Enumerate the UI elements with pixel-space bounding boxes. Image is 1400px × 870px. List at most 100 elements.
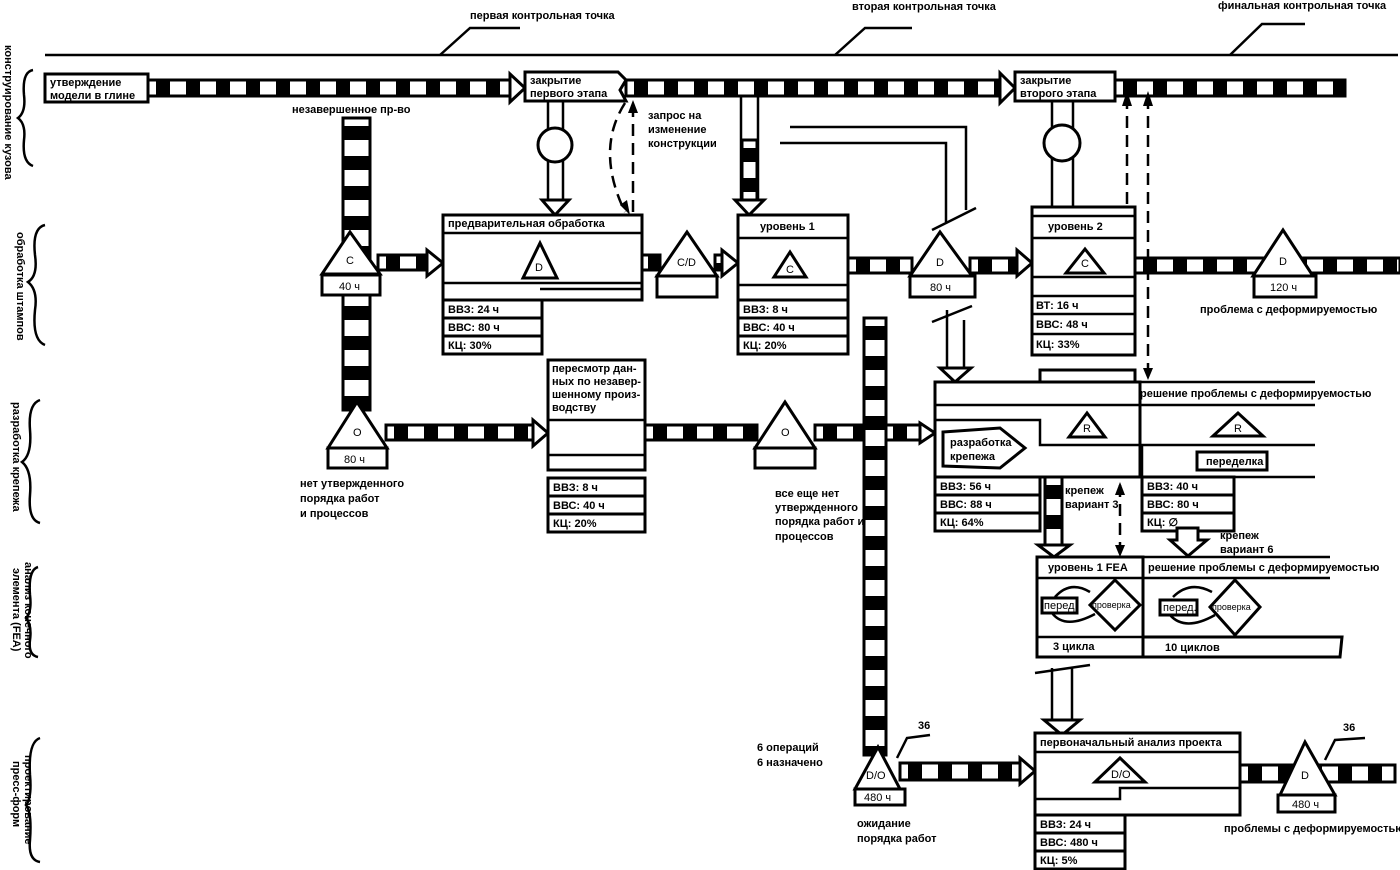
check-label: проверка <box>1092 600 1131 610</box>
note: процессов <box>775 531 834 543</box>
inventory-triangle-icon <box>907 229 975 278</box>
inventory-triangle-icon <box>852 743 903 791</box>
inventory-time: 480 ч <box>1292 799 1319 811</box>
inventory-letter: O <box>781 427 790 439</box>
stamp-processing-row: C 40 ч предварительная обработка D ВВЗ: … <box>319 205 1377 357</box>
rework-triangle-icon <box>1209 410 1267 438</box>
fix-title: решение проблемы с деформируемостью <box>1140 388 1371 400</box>
arrow-head-icon <box>1015 246 1035 280</box>
tri-letter: C <box>786 264 794 276</box>
data-row: КЦ: 20% <box>743 340 787 352</box>
body-design-row: утверждение модели в глине закрытие перв… <box>43 69 1153 380</box>
arrow-head-icon <box>1039 718 1085 737</box>
lane-mold-line2: пресс-форм <box>10 761 22 827</box>
note: утвержденного <box>775 502 858 514</box>
arrow-head-icon <box>531 416 551 450</box>
fea-loop-right: перед. проверка <box>1158 577 1263 638</box>
analysis-title: первоначальный анализ проекта <box>1040 737 1223 749</box>
inventory-letter: D <box>1279 256 1287 268</box>
ops-assigned: 6 назначено <box>757 757 823 769</box>
data-row: ВТ: 16 ч <box>1036 300 1079 312</box>
wip-bar <box>146 78 514 98</box>
data-row: КЦ: 33% <box>1036 339 1080 351</box>
level1-title: уровень 1 <box>760 221 815 233</box>
design-triangle-icon <box>1062 246 1108 275</box>
inventory-triangle-icon <box>752 399 818 450</box>
brace-icon <box>25 223 46 347</box>
inventory-letter: D <box>1301 770 1309 782</box>
data-row: ВВС: 40 ч <box>743 322 795 334</box>
data-row: ВВЗ: 8 ч <box>743 304 788 316</box>
tri-letter: R <box>1234 423 1242 435</box>
wip-bar <box>376 253 430 272</box>
brace-icon <box>24 736 41 864</box>
inventory-time: 80 ч <box>344 454 365 466</box>
note: порядка работ и <box>775 516 864 528</box>
variant6: вариант 6 <box>1220 544 1274 556</box>
data-row: КЦ: 30% <box>448 340 492 352</box>
wip-bar <box>883 423 924 442</box>
checkpoint-2-label: вторая контрольная точка <box>852 1 997 13</box>
stage2-close-box <box>1013 70 1117 103</box>
wip-bar <box>740 138 759 202</box>
design-triangle-icon <box>520 239 560 280</box>
data-row: ВВЗ: 8 ч <box>553 482 598 494</box>
brace-icon <box>19 398 41 525</box>
stage1-close-box <box>523 70 629 103</box>
inventory-letter: O <box>353 427 362 439</box>
arrow-head-icon <box>720 246 741 280</box>
fea-left-title: уровень 1 FEA <box>1048 562 1128 574</box>
rework-box <box>1195 450 1269 472</box>
arrow-head-icon <box>936 366 975 385</box>
inventory-letter: D <box>936 257 944 269</box>
arrow-head-icon <box>998 69 1018 107</box>
review-box <box>546 358 647 472</box>
dev-label: крепежа <box>950 451 996 463</box>
tri-letter: D/O <box>1111 769 1131 781</box>
data-row: КЦ: ∅ <box>1147 517 1178 529</box>
checkpoint-timeline: первая контрольная точка вторая контроль… <box>45 0 1398 57</box>
mold-design-row: 6 операций 6 назначено D/O 480 ч 36 ожид… <box>757 720 1400 870</box>
arrow-head-icon <box>508 70 528 106</box>
arrow-head-icon <box>1018 754 1038 788</box>
data-row: ВВС: 80 ч <box>1147 499 1199 511</box>
stage1-label-1: закрытие <box>530 75 581 87</box>
review-title: пересмотр дан- <box>552 363 637 375</box>
note: нет утвержденного <box>300 478 404 490</box>
fea-left-cycles: 3 цикла <box>1053 641 1095 653</box>
stage2-label-2: второго этапа <box>1020 88 1097 100</box>
rework-label: переделка <box>1206 456 1264 468</box>
data-row: ВВС: 80 ч <box>448 322 500 334</box>
fea-right-title: решение проблемы с деформируемостью <box>1148 562 1379 574</box>
note: все еще нет <box>775 488 840 500</box>
lane-stamp-processing: обработка штампов <box>14 232 26 341</box>
count-label: 36 <box>1343 722 1355 734</box>
data-row: ВВЗ: 56 ч <box>940 481 991 493</box>
data-row: КЦ: 20% <box>553 518 597 530</box>
check-label: проверка <box>1212 602 1251 612</box>
arrow-head-icon <box>731 198 768 218</box>
wip-bar <box>862 316 888 757</box>
variant6: крепеж <box>1220 530 1259 542</box>
review-title: водству <box>552 402 597 414</box>
design-triangle-icon <box>771 249 809 279</box>
preprocessing-title: предварительная обработка <box>448 218 606 230</box>
data-row: ВВС: 48 ч <box>1036 319 1088 331</box>
tri-letter: R <box>1083 423 1091 435</box>
brace-icon <box>15 68 34 168</box>
arrow-head-icon <box>1033 543 1075 559</box>
inventory-time: 40 ч <box>339 281 360 293</box>
data-row: ВВЗ: 24 ч <box>1040 819 1091 831</box>
kanban-circle-icon <box>536 126 574 164</box>
tri-letter: C <box>1081 258 1089 270</box>
wip-bar <box>384 423 537 442</box>
inventory-time: 120 ч <box>1270 282 1297 294</box>
rework-triangle-icon <box>1066 410 1108 439</box>
lane-labels: конструирование кузова обработка штампов… <box>2 45 46 864</box>
process-data-box: ВВЗ: 8 ч ВВС: 40 ч КЦ: 20% <box>736 298 850 356</box>
wip-bar <box>846 256 914 275</box>
